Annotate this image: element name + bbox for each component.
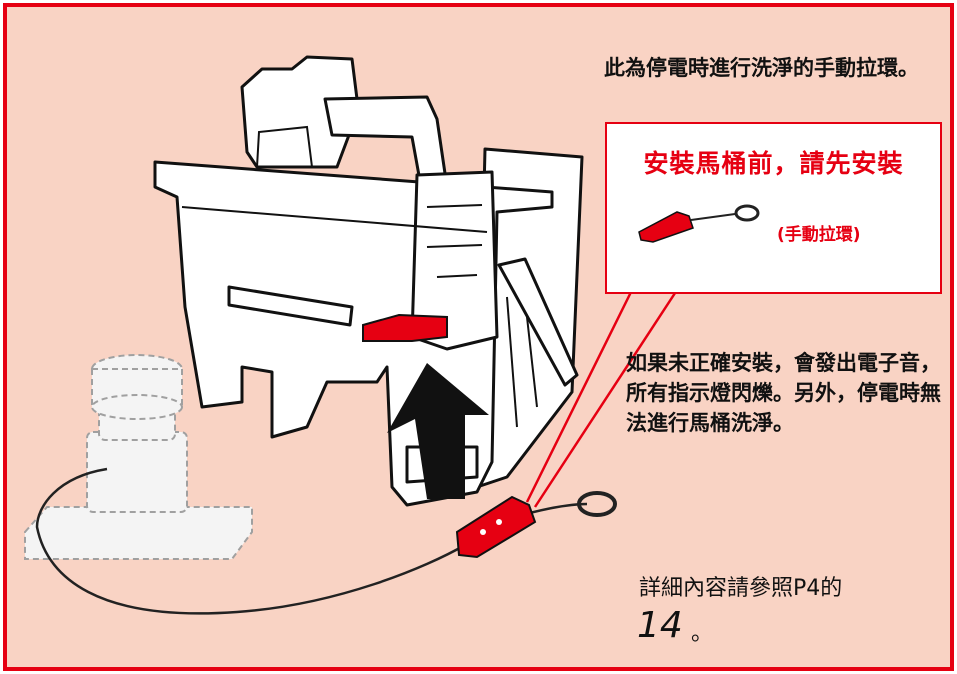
callout-title: 安裝馬桶前，請先安裝 xyxy=(643,149,904,178)
callout-pointer xyxy=(525,289,679,508)
instruction-panel: 此為停電時進行洗淨的手動拉環。 安裝馬桶前，請先安裝 (手動拉環) 如果未正確安… xyxy=(3,3,954,671)
callout-label: (手動拉環) xyxy=(777,225,861,245)
insert-arrow xyxy=(387,363,489,499)
pull-ring-icon xyxy=(577,491,617,517)
toilet-tank-illustration xyxy=(24,55,679,615)
manual-handle xyxy=(455,495,537,559)
install-callout-box: 安裝馬桶前，請先安裝 (手動拉環) xyxy=(605,122,942,294)
manual-handle-icon xyxy=(638,204,760,243)
reference-text: 詳細內容請參照P4的 xyxy=(639,576,843,601)
tank-body xyxy=(153,55,584,507)
manual-handle-description: 此為停電時進行洗淨的手動拉環。 xyxy=(604,56,919,80)
water-valve-outline xyxy=(24,354,253,560)
reference-number: 14 xyxy=(637,605,683,646)
reference-suffix: 。 xyxy=(691,621,714,646)
warning-description: 如果未正確安裝，會發出電子音，所有指示燈閃爍。另外，停電時無法進行馬桶洗淨。 xyxy=(626,351,941,435)
handle-slot-highlight xyxy=(362,313,448,342)
